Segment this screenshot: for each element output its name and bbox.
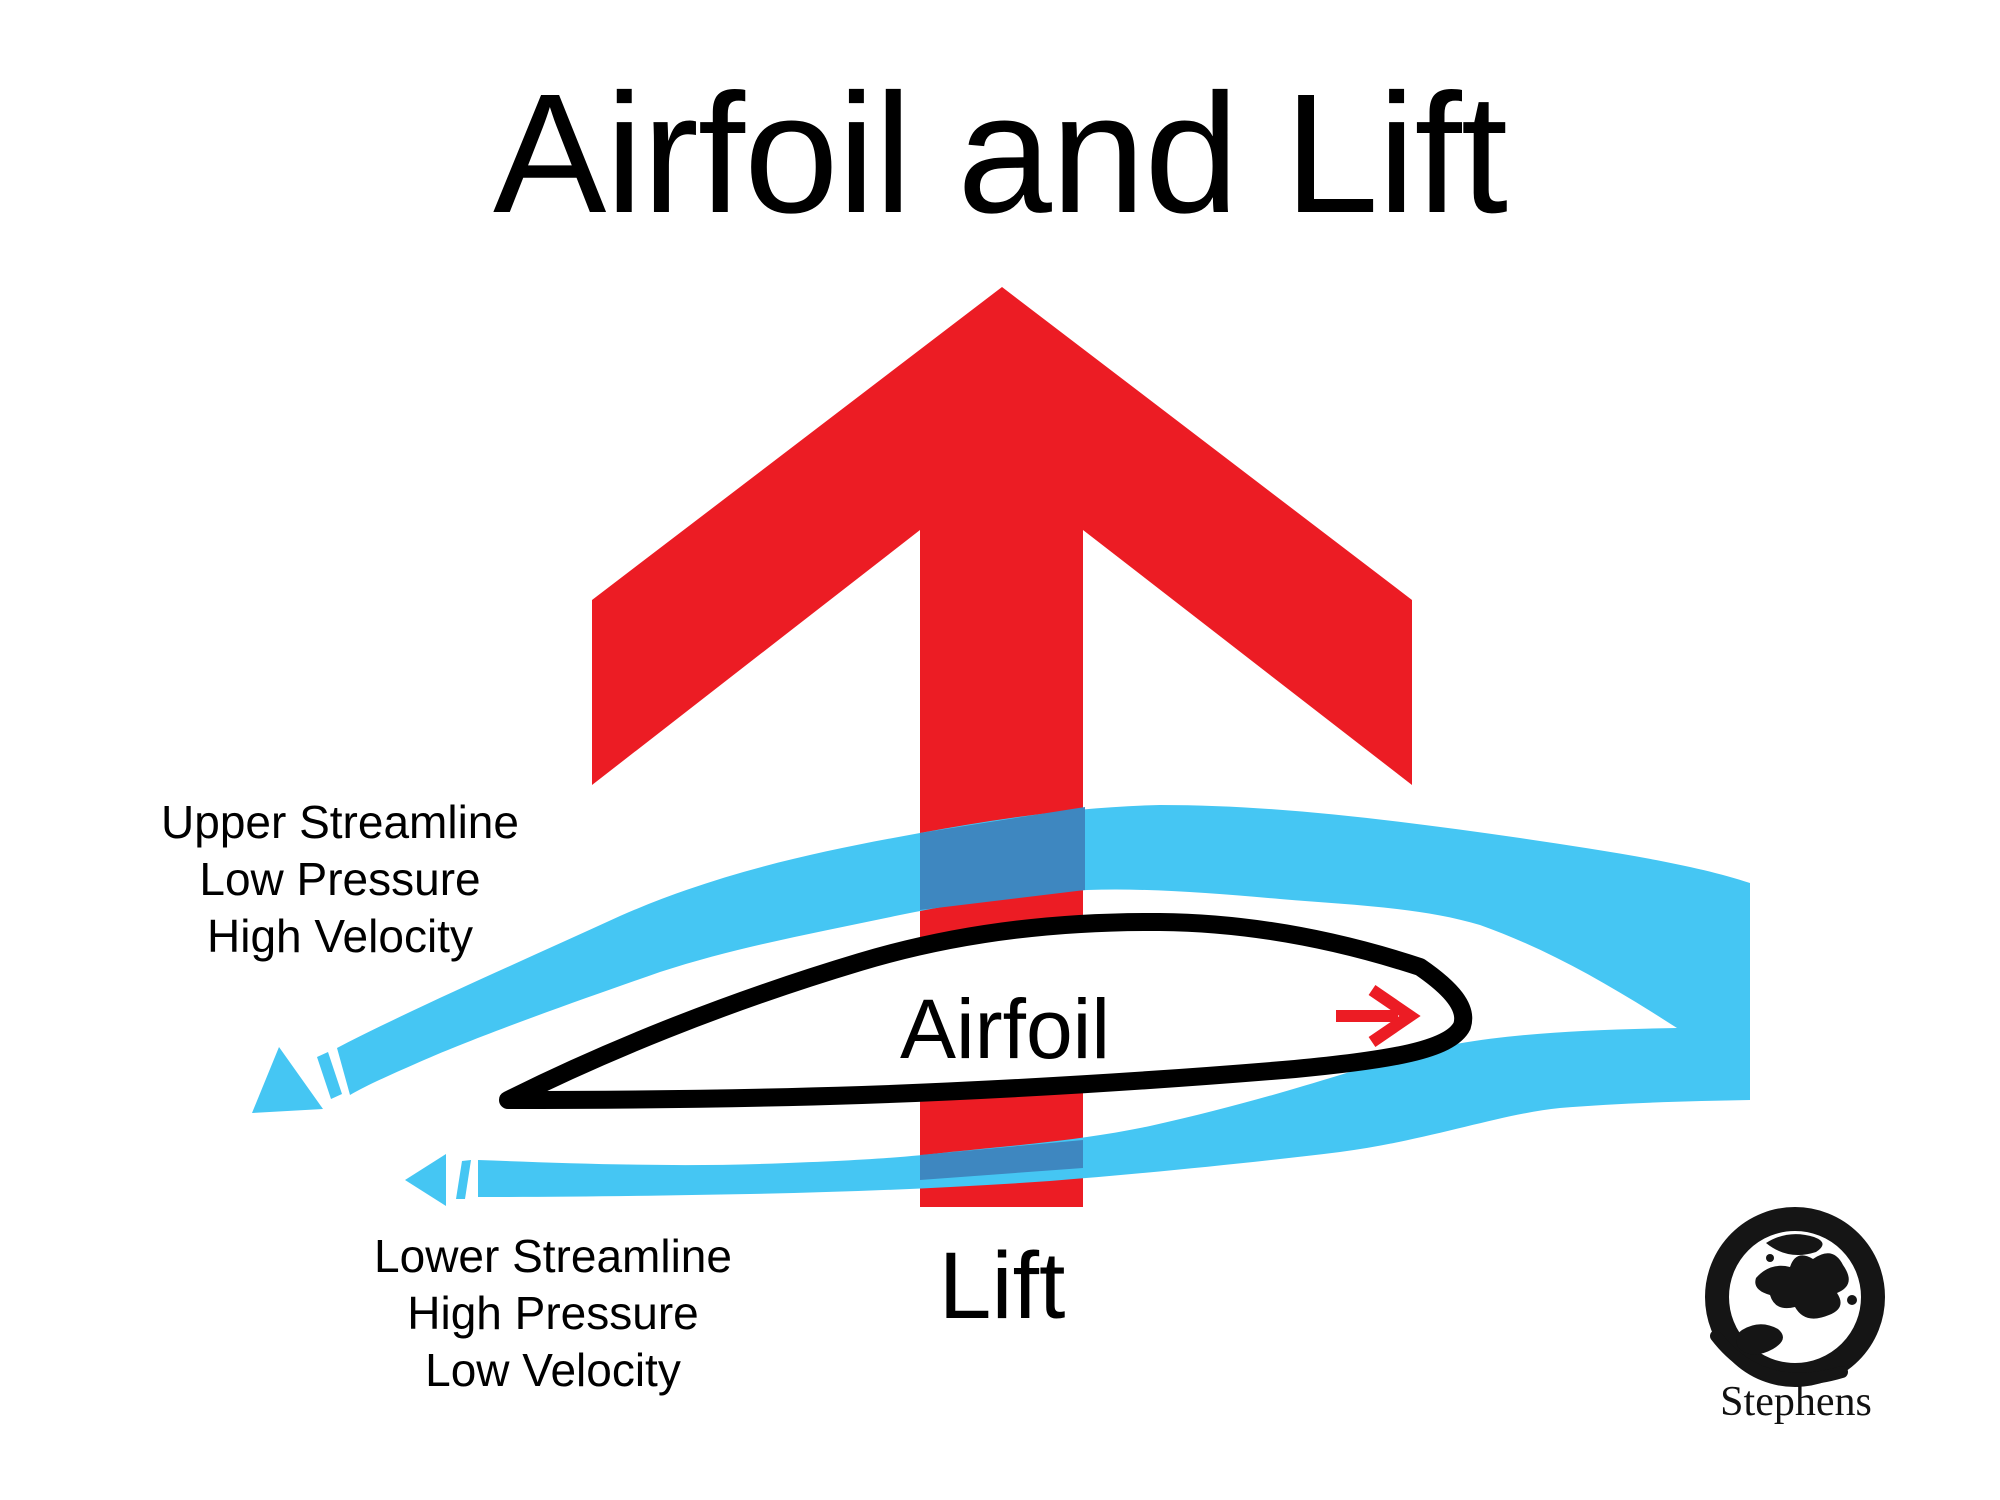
airfoil-label: Airfoil	[900, 982, 1110, 1076]
lower-streamline-label-line1: Lower Streamline	[374, 1230, 732, 1282]
globe-icon	[1705, 1207, 1885, 1387]
streamline-ribbon-shape	[337, 805, 1750, 1197]
lower-streamline-slash-slice	[456, 1160, 471, 1199]
airfoil-outline	[499, 912, 1473, 1109]
upper-streamline-label-line2: Low Pressure	[199, 853, 480, 905]
upper-streamline-label: Upper Streamline Low Pressure High Veloc…	[161, 796, 519, 962]
streamline-ribbon	[252, 805, 1750, 1206]
airfoil-section: Airfoil	[499, 912, 1473, 1109]
upper-streamline-label-line1: Upper Streamline	[161, 796, 519, 848]
lower-streamline-label-line2: High Pressure	[407, 1287, 698, 1339]
stephens-logo: Stephens	[1705, 1207, 1885, 1425]
upper-streamline-slash-slice	[317, 1052, 342, 1099]
landmass-north	[1766, 1234, 1823, 1255]
logo-wordmark: Stephens	[1720, 1379, 1872, 1425]
upper-band-shaft-overlap	[920, 807, 1085, 910]
direction-arrow-icon	[1336, 985, 1421, 1047]
lift-arrow	[592, 287, 1412, 1207]
page-title: Airfoil and Lift	[493, 59, 1507, 249]
lower-streamline-arrowhead-icon	[405, 1154, 446, 1206]
landmass-south	[1736, 1324, 1783, 1355]
lower-band-shaft-overlap	[920, 1140, 1083, 1180]
lower-streamline-label: Lower Streamline High Pressure Low Veloc…	[374, 1230, 732, 1396]
lift-label: Lift	[939, 1233, 1066, 1339]
landmass-central	[1755, 1253, 1849, 1319]
lift-arrow-shape	[592, 287, 1412, 1207]
upper-streamline-arrowhead-icon	[252, 1047, 323, 1113]
lower-streamline-label-line3: Low Velocity	[425, 1344, 681, 1396]
upper-streamline-label-line3: High Velocity	[207, 910, 473, 962]
